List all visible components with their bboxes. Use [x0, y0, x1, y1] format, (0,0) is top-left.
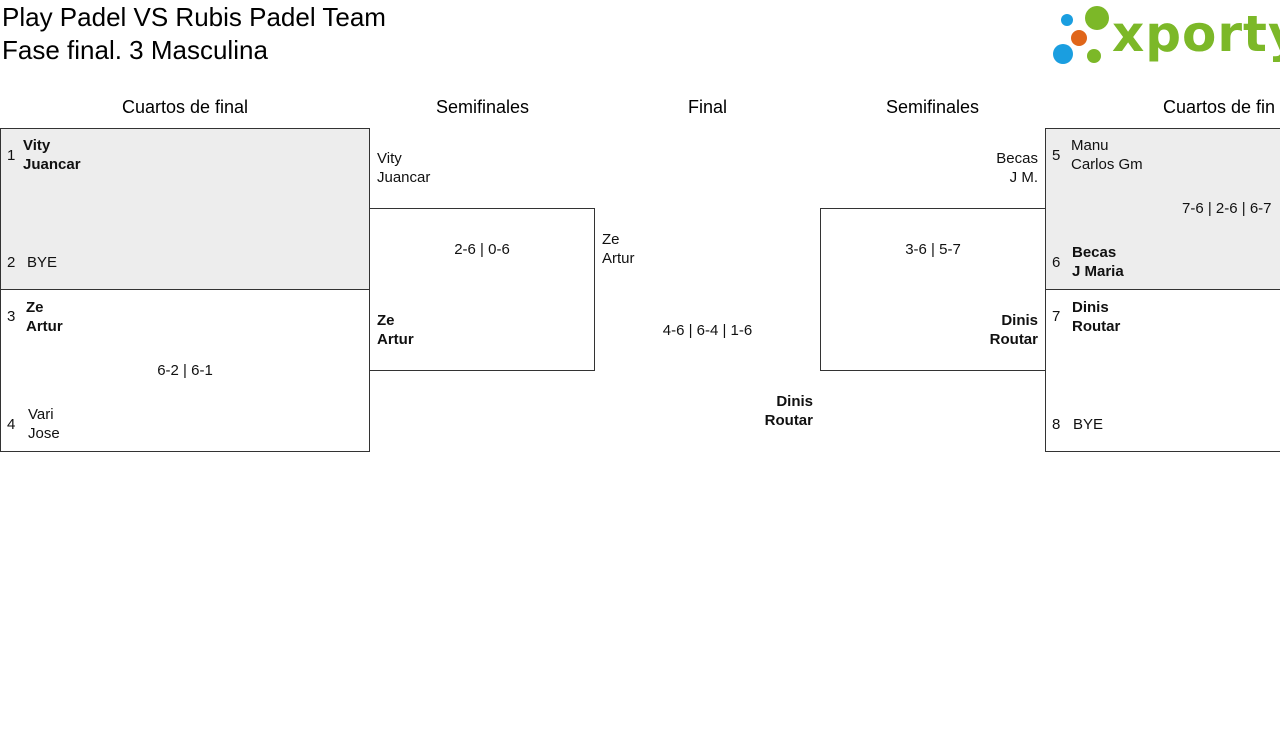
match-score: 7-6 | 2-6 | 6-7 [1182, 200, 1272, 217]
player-name: J M. [1009, 169, 1038, 186]
player-name: Routar [764, 412, 813, 429]
team-bye: BYE [27, 253, 57, 272]
team-vari-jose[interactable]: Vari Jose [28, 405, 60, 443]
logo-text: xporty [1112, 5, 1280, 63]
player-name: Artur [602, 250, 635, 267]
player-name: Juancar [23, 156, 81, 173]
player-name: Ze [26, 299, 44, 316]
team-ze-artur[interactable]: Ze Artur [602, 230, 635, 268]
team-bye: BYE [1073, 415, 1103, 434]
final-score: 4-6 | 6-4 | 1-6 [662, 322, 753, 339]
player-name: Jose [28, 425, 60, 442]
xporty-logo[interactable]: xporty [1050, 4, 1280, 68]
page-subtitle: Fase final. 3 Masculina [2, 35, 268, 65]
logo-dots-icon [1053, 6, 1109, 64]
seed-number: 5 [1052, 147, 1061, 164]
player-name: Routar [989, 331, 1038, 348]
left-quarter-match-1[interactable] [0, 128, 370, 290]
seed-number: 6 [1052, 254, 1061, 271]
player-name: Dinis [1001, 312, 1038, 329]
column-header-right-semis: Semifinales [885, 97, 980, 117]
player-name: Vity [377, 150, 402, 167]
player-name: Becas [1072, 244, 1117, 261]
match-score: 2-6 | 0-6 [454, 241, 510, 258]
player-name: Ze [602, 231, 620, 248]
right-quarter-match-2[interactable] [1045, 289, 1280, 452]
seed-number: 1 [7, 147, 16, 164]
column-header-left-semis: Semifinales [435, 97, 530, 117]
player-name: Vity [23, 137, 51, 154]
player-name: BYE [1073, 416, 1104, 433]
seed-number: 3 [7, 308, 16, 325]
team-manu-carlos[interactable]: Manu Carlos Gm [1071, 136, 1143, 174]
player-name: Vari [28, 406, 54, 423]
column-header-right-quarters: Cuartos de fin [1163, 97, 1276, 117]
player-name: Dinis [1072, 299, 1109, 316]
page-title: Play Padel VS Rubis Padel Team [2, 2, 386, 32]
team-dinis-routar[interactable]: Dinis Routar [1072, 298, 1120, 336]
seed-number: 7 [1052, 308, 1061, 325]
seed-number: 8 [1052, 416, 1061, 433]
seed-number: 2 [7, 254, 16, 271]
team-dinis-routar-winner[interactable]: Dinis Routar [700, 392, 813, 430]
player-name: Carlos Gm [1071, 156, 1143, 173]
team-dinis-routar[interactable]: Dinis Routar [900, 311, 1038, 349]
left-semi-match[interactable] [369, 208, 595, 371]
column-header-left-quarters: Cuartos de final [121, 97, 249, 117]
column-header-final: Final [687, 97, 727, 117]
player-name: Juancar [377, 169, 431, 186]
player-name: Ze [377, 312, 395, 329]
team-ze-artur[interactable]: Ze Artur [26, 298, 63, 336]
match-score: 3-6 | 5-7 [905, 241, 961, 258]
player-name: Routar [1072, 318, 1121, 335]
team-vity-juancar[interactable]: Vity Juancar [23, 136, 81, 174]
seed-number: 4 [7, 416, 16, 433]
player-name: Dinis [776, 393, 813, 410]
player-name: Becas [996, 150, 1038, 167]
team-becas-jm[interactable]: Becas J M. [900, 149, 1038, 187]
player-name: Manu [1071, 137, 1109, 154]
team-becas-jmaria[interactable]: Becas J Maria [1072, 243, 1124, 281]
player-name: Artur [377, 331, 414, 348]
match-score: 6-2 | 6-1 [157, 362, 213, 379]
player-name: BYE [27, 254, 58, 271]
player-name: J Maria [1072, 263, 1124, 280]
team-ze-artur[interactable]: Ze Artur [377, 311, 414, 349]
team-vity-juancar[interactable]: Vity Juancar [377, 149, 430, 187]
player-name: Artur [26, 318, 63, 335]
